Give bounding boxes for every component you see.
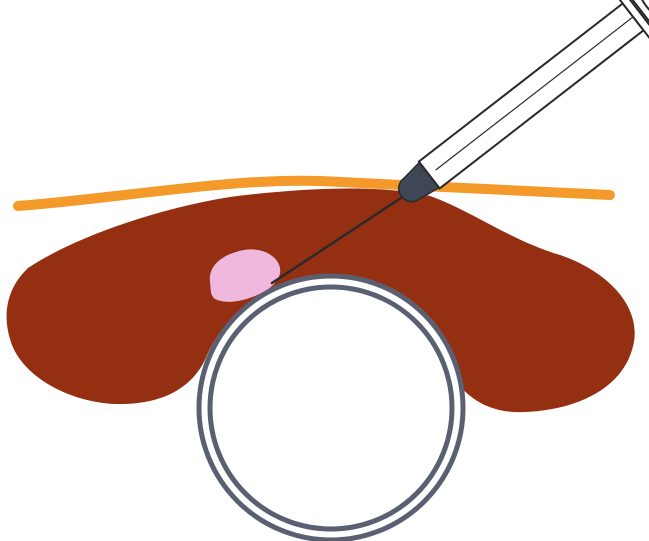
ring-structure bbox=[199, 276, 463, 540]
syringe-plunger-rod bbox=[436, 11, 641, 170]
ring-inner bbox=[210, 287, 452, 529]
